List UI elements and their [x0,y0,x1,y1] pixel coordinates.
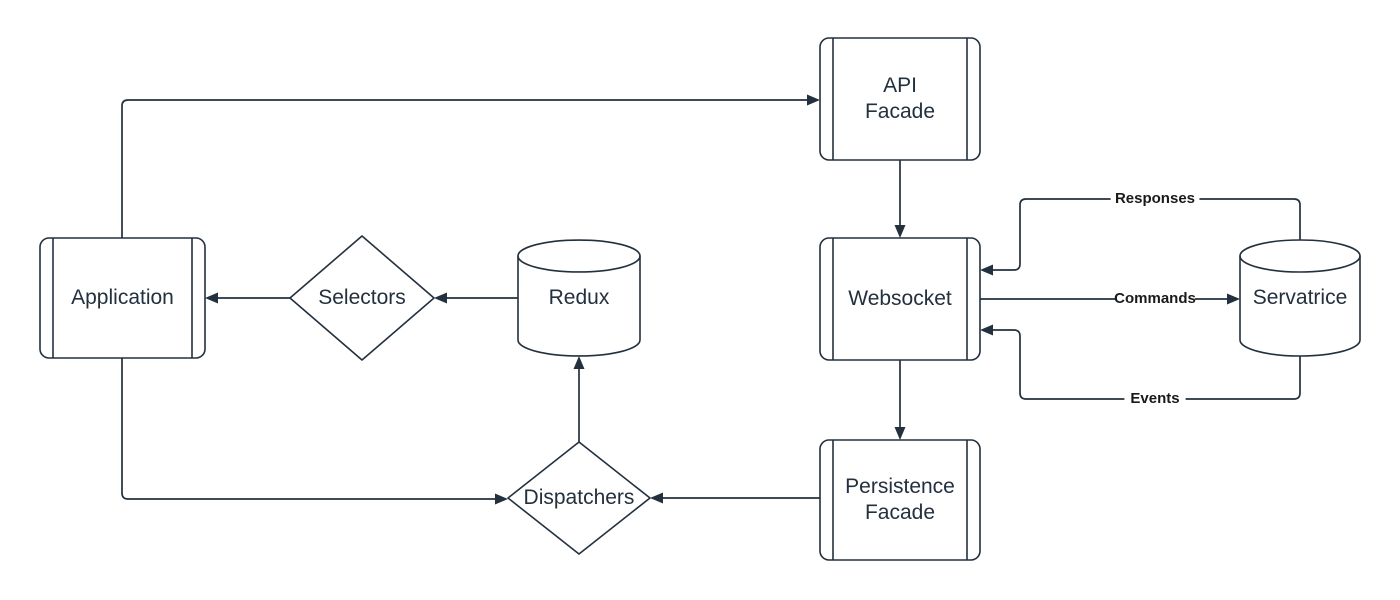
edge-api-facade-to-websocket [894,160,906,238]
edge-label-text: Events [1130,390,1179,407]
node-label-application: Application [71,286,174,309]
node-label-redux: Redux [549,286,610,309]
edge-label-servatrice-to-websocket-responses: Responses [1110,189,1200,209]
edge-persistence-facade-to-dispatchers [650,492,820,504]
edge-label-text: Responses [1115,190,1195,207]
edge-dispatchers-to-redux [573,356,585,443]
edge-websocket-to-persistence-facade [894,360,906,440]
node-websocket[interactable]: Websocket [819,237,981,361]
edge-selectors-to-application [205,292,290,304]
node-label-websocket: Websocket [848,287,952,310]
edge-label-websocket-to-servatrice-commands: Commands [1114,289,1196,309]
edges-layer [121,94,1301,505]
node-application[interactable]: Application [39,237,206,359]
edge-redux-to-selectors [434,292,518,304]
node-redux[interactable]: Redux [517,239,641,357]
node-selectors[interactable]: Selectors [289,235,435,361]
node-dispatchers[interactable]: Dispatchers [507,441,651,555]
edge-application-to-dispatchers [121,358,508,505]
edge-websocket-to-servatrice-commands [980,293,1240,305]
edge-label-servatrice-to-websocket-events: Events [1124,389,1186,409]
edge-label-text: Commands [1114,290,1196,307]
edge-application-to-api-facade [121,94,820,238]
node-label-selectors: Selectors [318,286,406,309]
node-servatrice[interactable]: Servatrice [1239,239,1361,357]
edge-servatrice-to-websocket-responses [980,198,1301,276]
node-label-servatrice: Servatrice [1253,286,1348,309]
node-label-dispatchers: Dispatchers [524,486,635,509]
edge-servatrice-to-websocket-events [980,324,1301,400]
